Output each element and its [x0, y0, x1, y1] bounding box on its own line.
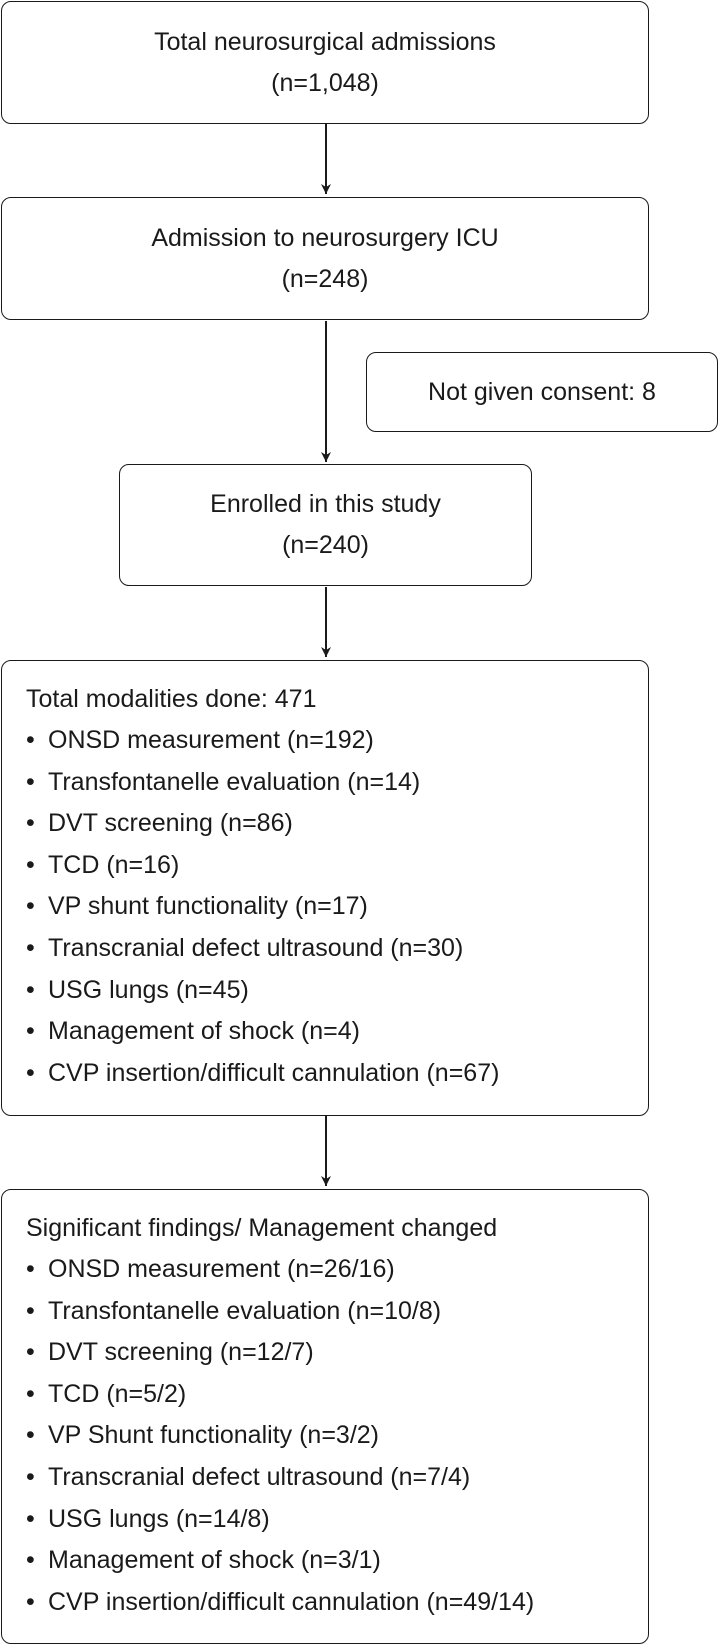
- icu-admission-title: Admission to neurosurgery ICU: [151, 223, 499, 252]
- no-consent-label: Not given consent: 8: [428, 377, 656, 406]
- modalities-title: Total modalities done: 471: [26, 685, 317, 713]
- bullet-icon: •: [26, 1504, 35, 1533]
- bullet-icon: •: [26, 1546, 35, 1575]
- list-item: •USG lungs (n=14/8): [26, 1499, 648, 1541]
- enrolled-box: Enrolled in this study (n=240): [119, 464, 532, 586]
- no-consent-box: Not given consent: 8: [366, 352, 718, 432]
- list-item: •DVT screening (n=86): [26, 803, 648, 845]
- list-item: •ONSD measurement (n=26/16): [26, 1249, 648, 1291]
- bullet-icon: •: [26, 1421, 35, 1450]
- modalities-box: Total modalities done: 471 •ONSD measure…: [1, 660, 649, 1116]
- bullet-icon: •: [26, 726, 35, 754]
- bullet-icon: •: [26, 1587, 35, 1616]
- list-item: •CVP insertion/difficult cannulation (n=…: [26, 1582, 648, 1624]
- list-item: •TCD (n=5/2): [26, 1374, 648, 1416]
- findings-list: •ONSD measurement (n=26/16) •Transfontan…: [26, 1249, 648, 1623]
- icu-admission-count: (n=248): [281, 264, 369, 293]
- enrolled-count: (n=240): [282, 531, 369, 559]
- bullet-icon: •: [26, 1017, 35, 1046]
- total-admissions-title: Total neurosurgical admissions: [154, 27, 496, 56]
- bullet-icon: •: [26, 1058, 35, 1087]
- bullet-icon: •: [26, 809, 35, 838]
- bullet-icon: •: [26, 767, 35, 796]
- list-item: •Transfontanelle evaluation (n=14): [26, 762, 648, 804]
- bullet-icon: •: [26, 1255, 35, 1283]
- list-item: •USG lungs (n=45): [26, 970, 648, 1012]
- findings-title: Significant findings/ Management changed: [26, 1214, 498, 1242]
- list-item: •ONSD measurement (n=192): [26, 720, 648, 762]
- list-item: •Management of shock (n=4): [26, 1011, 648, 1053]
- enrolled-title: Enrolled in this study: [210, 490, 441, 518]
- list-item: •Transcranial defect ultrasound (n=7/4): [26, 1457, 648, 1499]
- total-admissions-box: Total neurosurgical admissions (n=1,048): [1, 1, 649, 124]
- bullet-icon: •: [26, 1296, 35, 1325]
- list-item: •CVP insertion/difficult cannulation (n=…: [26, 1053, 648, 1095]
- list-item: •VP Shunt functionality (n=3/2): [26, 1415, 648, 1457]
- modalities-list: •ONSD measurement (n=192) •Transfontanel…: [26, 720, 648, 1094]
- list-item: •Management of shock (n=3/1): [26, 1540, 648, 1582]
- bullet-icon: •: [26, 975, 35, 1004]
- total-admissions-count: (n=1,048): [271, 68, 379, 97]
- bullet-icon: •: [26, 1462, 35, 1491]
- list-item: •VP shunt functionality (n=17): [26, 886, 648, 928]
- list-item: •Transfontanelle evaluation (n=10/8): [26, 1291, 648, 1333]
- list-item: •Transcranial defect ultrasound (n=30): [26, 928, 648, 970]
- list-item: •DVT screening (n=12/7): [26, 1332, 648, 1374]
- list-item: •TCD (n=16): [26, 845, 648, 887]
- bullet-icon: •: [26, 933, 35, 962]
- bullet-icon: •: [26, 1338, 35, 1367]
- bullet-icon: •: [26, 1379, 35, 1408]
- icu-admission-box: Admission to neurosurgery ICU (n=248): [1, 197, 649, 320]
- bullet-icon: •: [26, 892, 35, 921]
- bullet-icon: •: [26, 850, 35, 879]
- findings-box: Significant findings/ Management changed…: [1, 1189, 649, 1644]
